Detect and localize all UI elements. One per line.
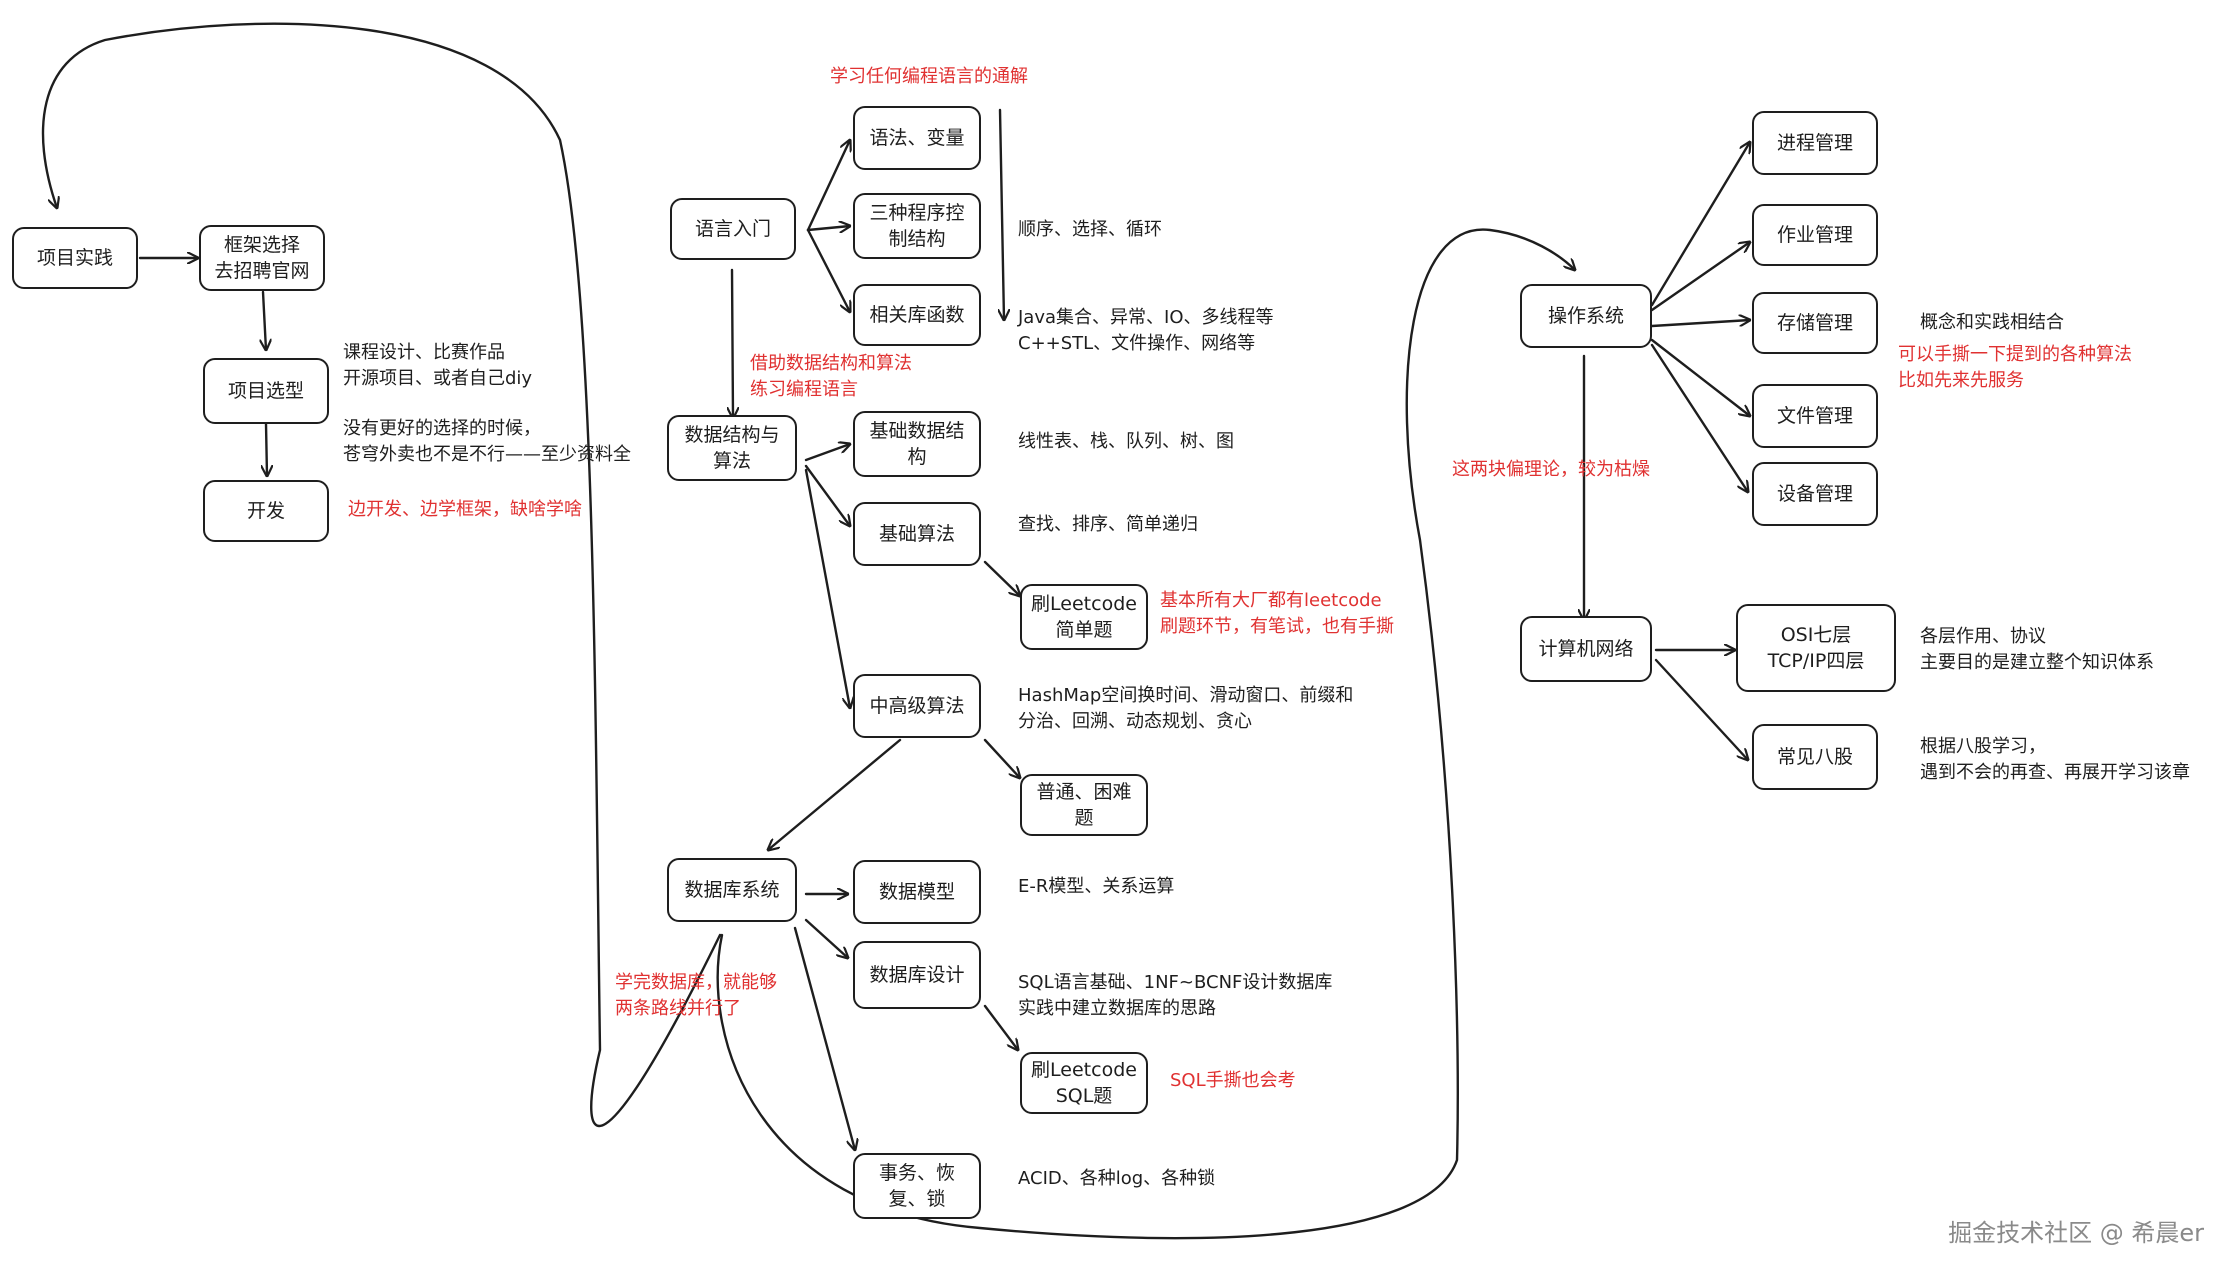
edge-adv-normal (983, 738, 1020, 778)
node-computer-network: 计算机网络 (1520, 616, 1652, 682)
node-library-functions: 相关库函数 (853, 284, 981, 346)
node-basic-algo: 基础算法 (853, 502, 981, 566)
note-course-design: 课程设计、比赛作品 开源项目、或者自己diy (343, 342, 533, 389)
node-language-intro: 语言入门 (670, 198, 796, 260)
node-device-mgmt: 设备管理 (1752, 462, 1878, 526)
edge-basicalgo-lc (983, 560, 1020, 596)
node-syntax-variables: 语法、变量 (853, 106, 981, 170)
edge-framework-select (263, 290, 266, 350)
note-db-done: 学完数据库，就能够 两条路线并行了 (615, 972, 777, 1019)
note-sql-handwrite: SQL手撕也会考 (1170, 1070, 1296, 1091)
edge-db-txn (793, 926, 855, 1150)
node-storage-mgmt: 存储管理 (1752, 292, 1878, 354)
node-file-mgmt: 文件管理 (1752, 384, 1878, 448)
node-common-baguwen: 常见八股 (1752, 724, 1878, 790)
node-process-mgmt: 进程管理 (1752, 111, 1878, 175)
edge-lang-libs (806, 228, 850, 312)
note-borrow-dsa: 借助数据结构和算法 练习编程语言 (750, 353, 912, 400)
note-no-choice: 没有更好的选择的时候， 苍穹外卖也不是不行——至少资料全 (343, 418, 631, 465)
edge-lang-dsa (732, 268, 733, 420)
edge-learn-any-line (1000, 108, 1004, 322)
node-leetcode-easy: 刷Leetcode 简单题 (1020, 584, 1148, 650)
note-big-companies: 基本所有大厂都有leetcode 刷题环节，有笔试，也有手撕 (1160, 590, 1394, 637)
note-handwrite-algo: 可以手撕一下提到的各种算法 比如先来先服务 (1898, 344, 2132, 391)
note-sequence: 顺序、选择、循环 (1018, 219, 1162, 240)
edge-dsa-basicds (804, 444, 850, 462)
note-linear: 线性表、栈、队列、树、图 (1018, 431, 1234, 452)
node-project-select: 项目选型 (203, 358, 329, 424)
node-normal-hard: 普通、困难 题 (1020, 774, 1148, 836)
note-sql-basic: SQL语言基础、1NF~BCNF设计数据库 实践中建立数据库的思路 (1018, 972, 1333, 1019)
edge-adv-db (768, 738, 902, 850)
node-operating-system: 操作系统 (1520, 284, 1652, 348)
edge-os-storage (1650, 320, 1750, 328)
node-develop: 开发 (203, 480, 329, 542)
edge-dsa-basicalgo (804, 464, 850, 526)
watermark: 掘金技术社区 @ 希晨er (1948, 1219, 2204, 1247)
node-advanced-algo: 中高级算法 (853, 674, 981, 738)
node-project-practice: 项目实践 (12, 227, 138, 289)
edge-design-lcsql (983, 1004, 1018, 1050)
note-bagu-study: 根据八股学习， 遇到不会的再查、再展开学习该章 (1920, 736, 2190, 783)
node-basic-ds: 基础数据结 构 (853, 411, 981, 477)
edge-net-bagu (1654, 658, 1748, 760)
node-osi-tcpip: OSI七层 TCP/IP四层 (1736, 604, 1896, 692)
note-dev-tip: 边开发、边学框架，缺啥学啥 (348, 499, 582, 520)
note-layers: 各层作用、协议 主要目的是建立整个知识体系 (1920, 626, 2154, 673)
edge-lang-syntax (806, 140, 850, 232)
node-transaction: 事务、恢 复、锁 (853, 1153, 981, 1219)
note-learn-any-language: 学习任何编程语言的通解 (830, 66, 1028, 87)
node-control-structures: 三种程序控 制结构 (853, 193, 981, 259)
edge-lang-control (806, 226, 850, 230)
edge-select-develop (266, 422, 267, 478)
edge-os-process (1650, 142, 1750, 307)
node-dsa: 数据结构与 算法 (667, 415, 797, 481)
note-er-model: E-R模型、关系运算 (1018, 876, 1175, 897)
node-data-model: 数据模型 (853, 860, 981, 924)
note-acid: ACID、各种log、各种锁 (1018, 1168, 1216, 1189)
edge-os-device (1650, 343, 1748, 492)
note-search-sort: 查找、排序、简单递归 (1018, 514, 1198, 535)
node-database-system: 数据库系统 (667, 858, 797, 922)
note-java-cpp: Java集合、异常、IO、多线程等 C++STL、文件操作、网络等 (1018, 307, 1274, 354)
node-database-design: 数据库设计 (853, 941, 981, 1009)
note-hashmap: HashMap空间换时间、滑动窗口、前缀和 分治、回溯、动态规划、贪心 (1018, 685, 1354, 732)
edge-os-file (1650, 338, 1750, 416)
note-theory: 这两块偏理论，较为枯燥 (1452, 459, 1650, 480)
edge-loop-to-practice (41, 22, 722, 1128)
edge-dsa-adv (804, 468, 850, 708)
node-leetcode-sql: 刷Leetcode SQL题 (1020, 1052, 1148, 1114)
note-concept: 概念和实践相结合 (1920, 312, 2064, 333)
edge-db-design (804, 918, 848, 958)
node-job-mgmt: 作业管理 (1752, 204, 1878, 266)
node-framework-select: 框架选择 去招聘官网 (199, 225, 325, 291)
edge-os-job (1650, 242, 1750, 312)
